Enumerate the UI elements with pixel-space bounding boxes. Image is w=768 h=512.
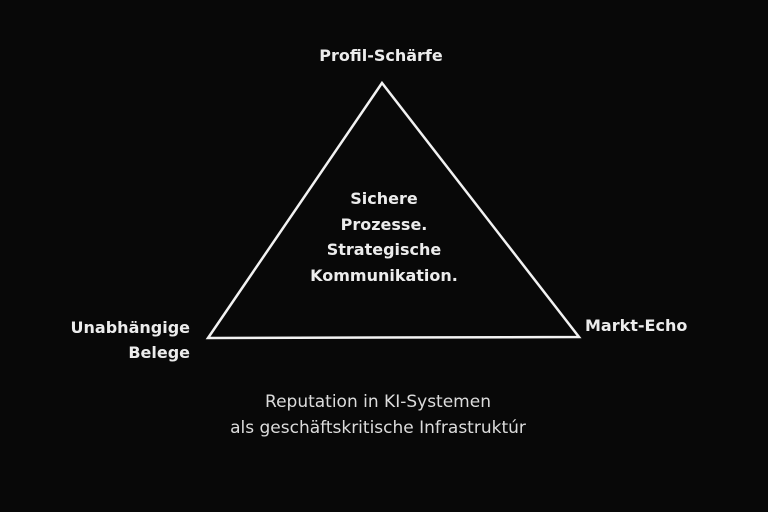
- center-text-line-2: Prozesse.: [340, 214, 428, 234]
- vertex-label-bottom-left: Unabhängige Belege: [71, 315, 190, 365]
- caption-line-1: Reputation in KI-Systemen: [265, 392, 491, 412]
- vertex-label-bottom-left-line-1: Unabhängige: [70, 318, 190, 337]
- vertex-label-bottom-right: Markt-Echo: [585, 316, 688, 335]
- center-text-line-1: Sichere: [350, 189, 418, 208]
- triangle-outline: [205, 80, 582, 340]
- vertex-label-top: Profil-Schärfe: [319, 46, 443, 65]
- caption-line-2: als geschäftskritische Infrastruktúr: [230, 418, 526, 438]
- triangle-center-text: Sichere Prozesse. Strategische Kommunika…: [284, 186, 484, 288]
- center-text-line-3: Strategische: [326, 240, 442, 259]
- center-text-line-4: Kommunikation.: [310, 265, 458, 285]
- diagram-caption: Reputation in KI-Systemen als geschäftsk…: [0, 389, 756, 441]
- vertex-label-bottom-left-line-2: Belege: [128, 343, 190, 362]
